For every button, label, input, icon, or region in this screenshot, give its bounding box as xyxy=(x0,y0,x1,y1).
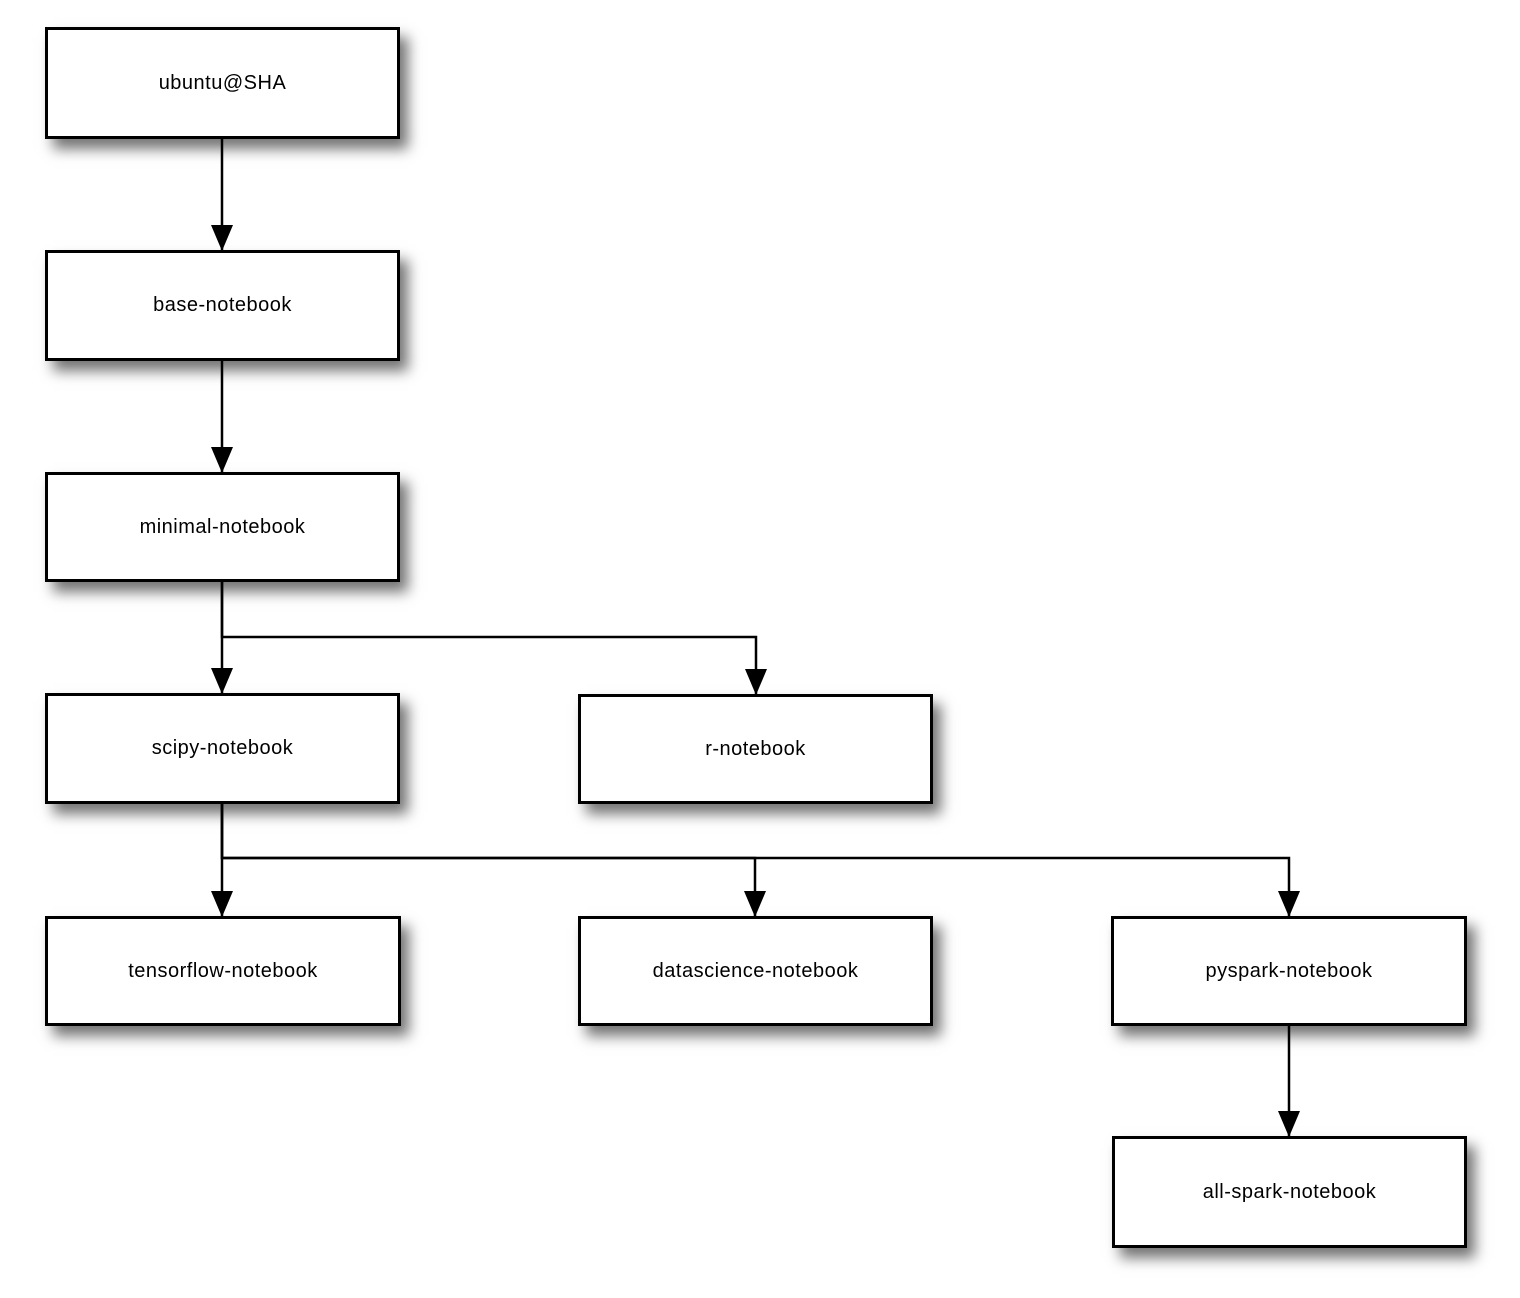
node-all-spark-notebook-label: all-spark-notebook xyxy=(1202,1180,1377,1203)
node-r-notebook-label: r-notebook xyxy=(705,737,806,760)
node-ubuntu: ubuntu@SHA xyxy=(45,27,400,139)
node-pyspark-notebook-label: pyspark-notebook xyxy=(1205,959,1373,982)
edge-scipy-notebook-to-pyspark-notebook xyxy=(220,804,1300,917)
node-base-notebook-label: base-notebook xyxy=(153,294,292,316)
node-minimal-notebook-label: minimal-notebook xyxy=(139,515,306,538)
edge-minimal-notebook-to-r-notebook xyxy=(220,582,767,695)
node-datascience-notebook: datascience-notebook xyxy=(578,916,933,1026)
node-scipy-notebook-label: scipy-notebook xyxy=(151,737,294,759)
node-ubuntu-label: ubuntu@SHA xyxy=(158,71,287,94)
node-scipy-notebook: scipy-notebook xyxy=(45,693,400,804)
node-tensorflow-notebook-label: tensorflow-notebook xyxy=(128,959,318,982)
node-base-notebook: base-notebook xyxy=(45,250,400,361)
edge-scipy-notebook-to-datascience-notebook xyxy=(220,804,766,917)
node-r-notebook: r-notebook xyxy=(578,694,933,804)
node-datascience-notebook-label: datascience-notebook xyxy=(652,959,859,982)
node-pyspark-notebook: pyspark-notebook xyxy=(1111,916,1467,1026)
node-all-spark-notebook: all-spark-notebook xyxy=(1112,1136,1467,1248)
node-minimal-notebook: minimal-notebook xyxy=(45,472,400,582)
node-tensorflow-notebook: tensorflow-notebook xyxy=(45,916,401,1026)
